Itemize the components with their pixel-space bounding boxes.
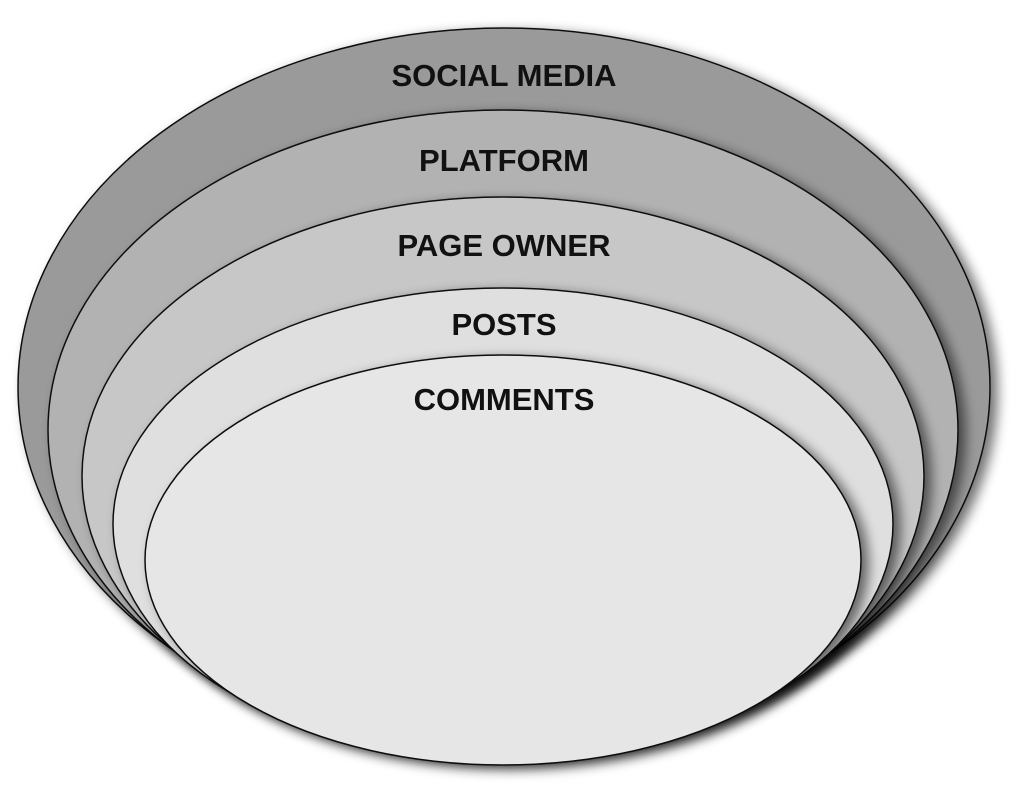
layer-label-platform: PLATFORM — [419, 143, 589, 178]
layer-label-comments: COMMENTS — [414, 382, 595, 417]
layer-ellipse-comments — [144, 354, 862, 766]
layer-label-social-media: SOCIAL MEDIA — [391, 58, 616, 93]
layer-label-posts: POSTS — [451, 307, 556, 342]
layer-label-page-owner: PAGE OWNER — [398, 228, 611, 263]
